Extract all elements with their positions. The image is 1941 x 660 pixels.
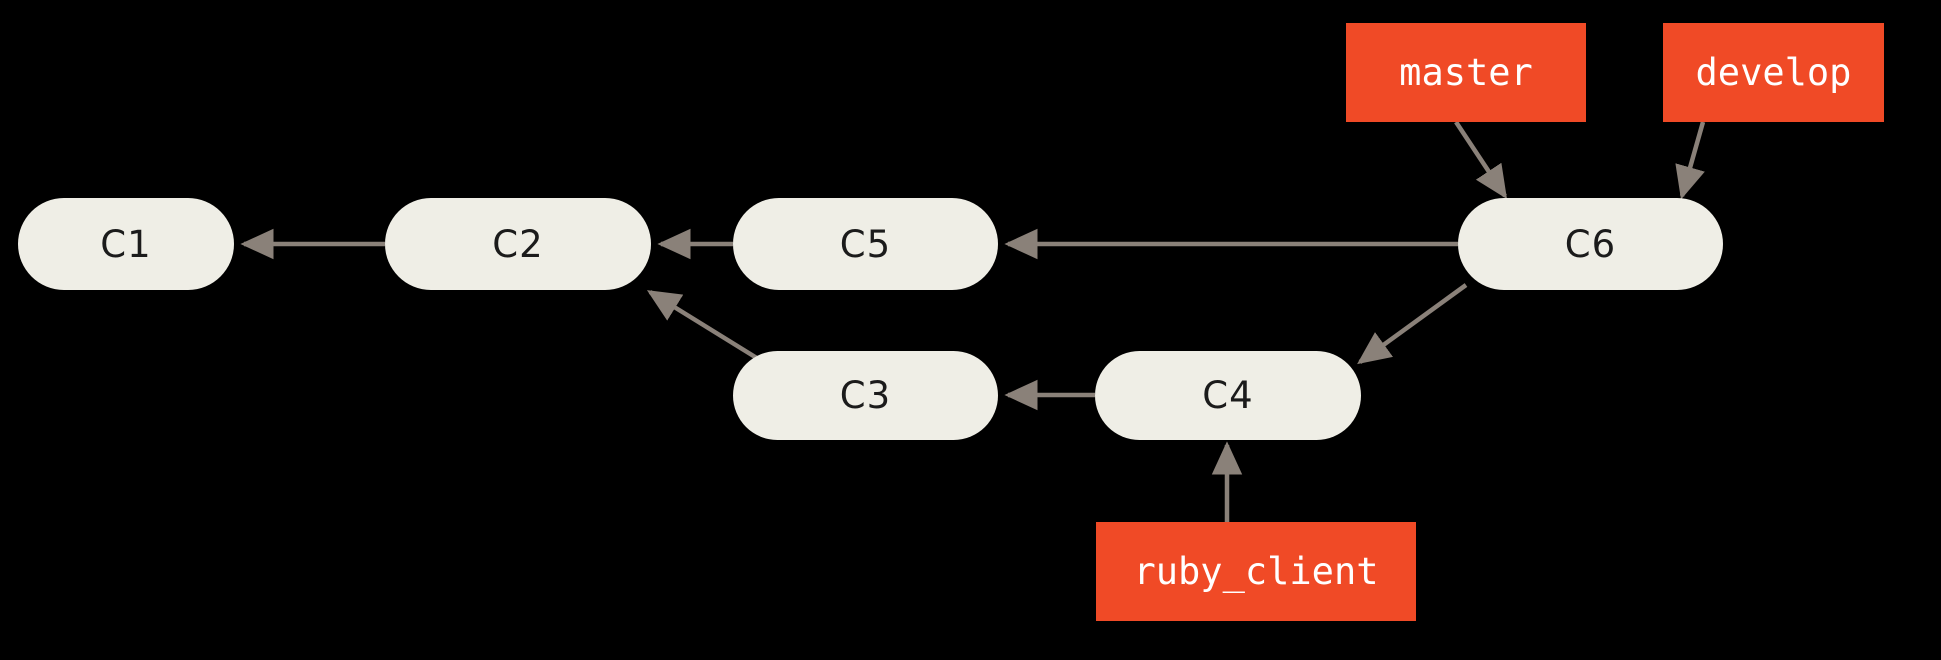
commit-node-c4[interactable]: C4 bbox=[1095, 351, 1361, 440]
branch-label-ruby_client[interactable]: ruby_client bbox=[1096, 522, 1416, 621]
commit-node-c2[interactable]: C2 bbox=[385, 198, 651, 290]
branch-label-master[interactable]: master bbox=[1346, 23, 1586, 122]
commit-node-c5[interactable]: C5 bbox=[733, 198, 998, 290]
commit-node-c6[interactable]: C6 bbox=[1458, 198, 1723, 290]
edge-master-c6 bbox=[1454, 120, 1507, 200]
commit-node-c1[interactable]: C1 bbox=[18, 198, 234, 290]
commit-node-c3[interactable]: C3 bbox=[733, 351, 998, 440]
edge-c6-c4 bbox=[1357, 283, 1468, 365]
edge-c3-c2 bbox=[646, 290, 762, 362]
edge-develop-c6 bbox=[1675, 121, 1706, 200]
branch-label-develop[interactable]: develop bbox=[1663, 23, 1884, 122]
